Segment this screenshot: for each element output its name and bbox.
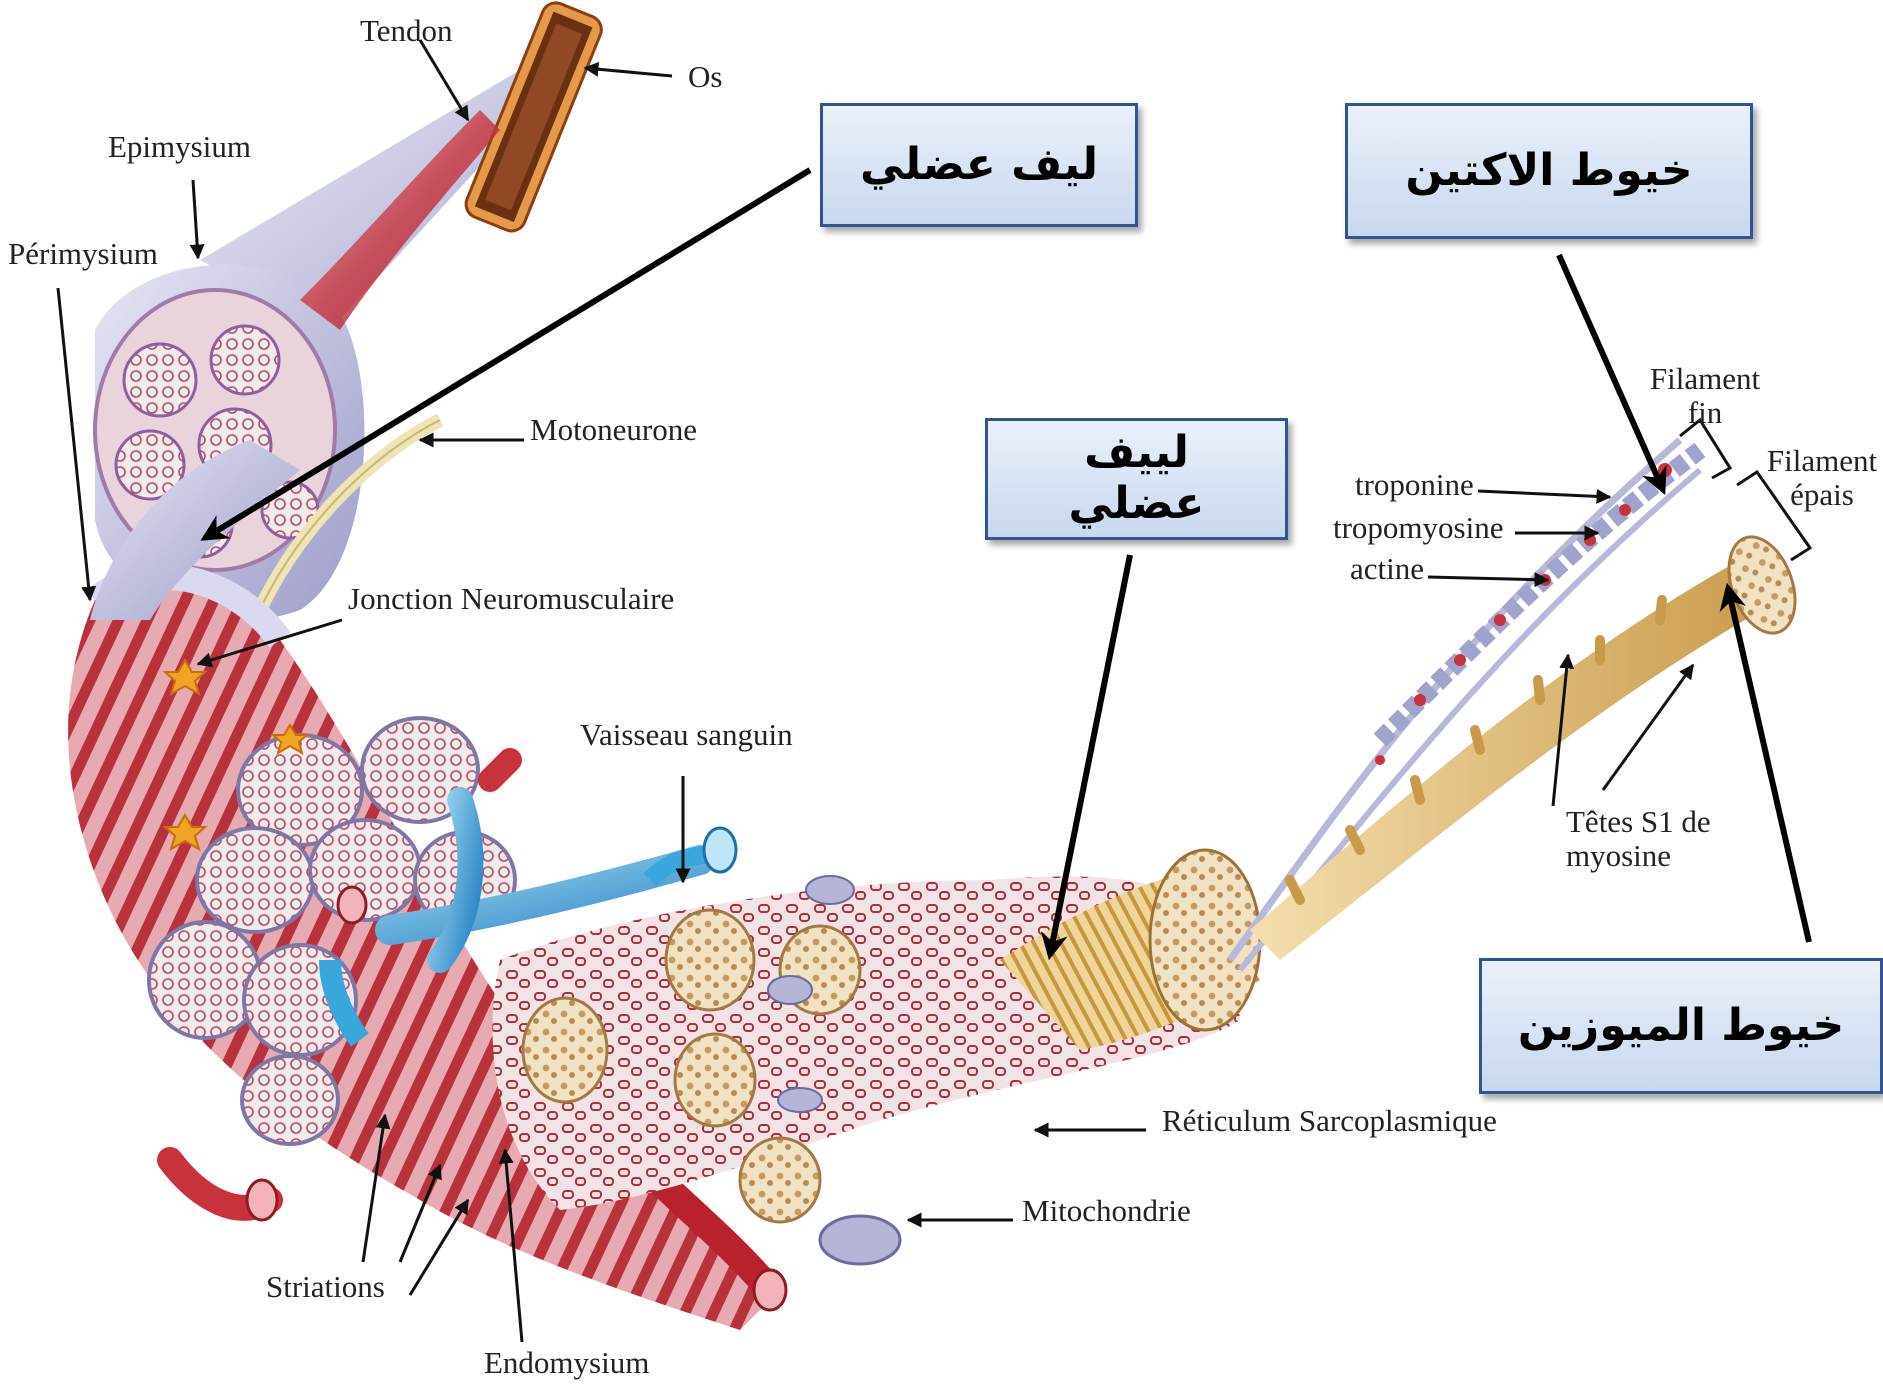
label-epimysium: Epimysium (108, 130, 251, 164)
callout-filaments-actine: خيوط الاكتين (1345, 103, 1753, 239)
callout-fibre-musculaire: ليف عضلي (820, 103, 1138, 227)
label-troponine: troponine (1355, 468, 1474, 502)
label-tropomyosine: tropomyosine (1333, 511, 1504, 545)
label-vaisseau-sanguin: Vaisseau sanguin (580, 718, 793, 752)
callout-filaments-myosine: خيوط الميوزين (1479, 958, 1883, 1094)
label-filament-epais: Filament épais (1762, 444, 1882, 512)
label-reticulum-sarcoplasmique: Réticulum Sarcoplasmique (1162, 1104, 1497, 1138)
label-tendon: Tendon (360, 14, 453, 48)
label-mitochondrie: Mitochondrie (1022, 1194, 1191, 1228)
label-endomysium: Endomysium (484, 1346, 649, 1380)
label-tetes-s1-myosine: Têtes S1 de myosine (1566, 805, 1726, 873)
label-perimysium: Périmysium (8, 237, 158, 271)
callout-myofibrille: لييف عضلي (985, 418, 1288, 540)
label-filament-fin: Filament fin (1640, 362, 1770, 430)
label-motoneurone: Motoneurone (530, 413, 697, 447)
label-actine: actine (1350, 552, 1424, 586)
label-jonction-neuromusculaire: Jonction Neuromusculaire (348, 582, 674, 616)
label-os: Os (688, 60, 722, 94)
label-striations: Striations (266, 1270, 385, 1304)
